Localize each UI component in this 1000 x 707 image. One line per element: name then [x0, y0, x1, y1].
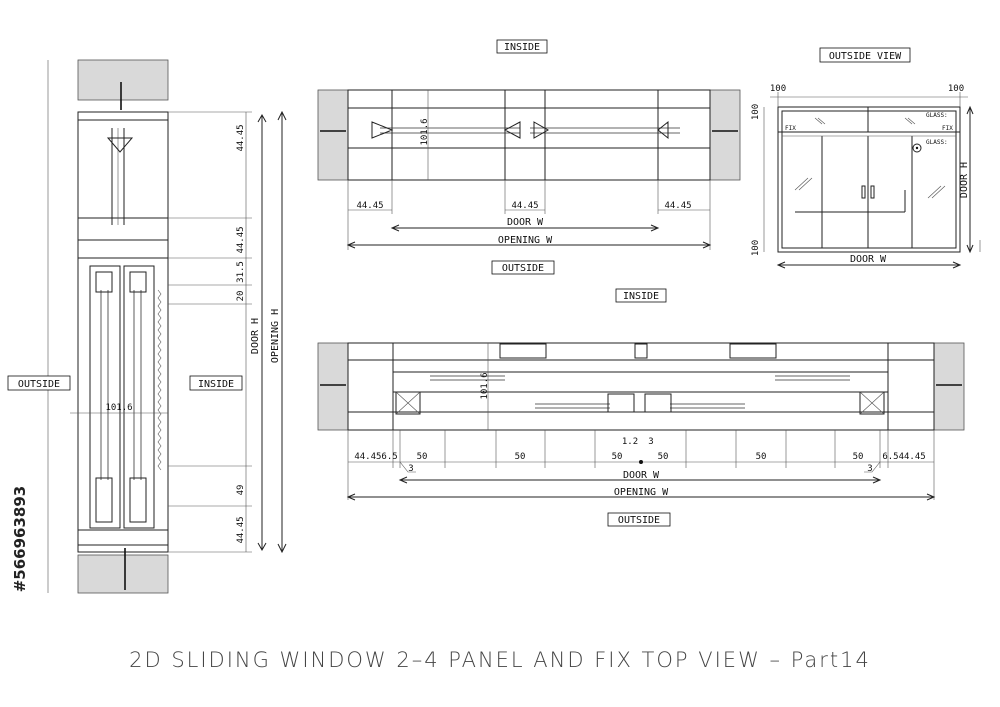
label-opening-h: OPENING H — [270, 309, 281, 363]
dim-100-left-top: 100 — [751, 104, 761, 120]
label-inside-bottom: INSIDE — [623, 291, 659, 302]
outside-elevation-view — [763, 92, 981, 269]
label-outside-top: OUTSIDE — [502, 263, 544, 274]
label-outside-bottom: OUTSIDE — [618, 515, 660, 526]
wall-bottom — [77, 554, 169, 594]
label-fix-left: FIX — [785, 125, 796, 132]
sash-right — [123, 265, 155, 529]
label-door-h-elevation: DOOR H — [959, 162, 970, 198]
sash-left — [89, 265, 121, 529]
dim-50-6: 50 — [853, 452, 864, 462]
dim-101-6-bottom: 101.6 — [480, 372, 490, 399]
dim-100-top-left: 100 — [770, 84, 786, 94]
dim-100-top-right: 100 — [948, 84, 964, 94]
label-opening-w-bottom: OPENING W — [614, 487, 669, 498]
label-outside-left: OUTSIDE — [18, 379, 60, 390]
label-glass-door: GLASS: — [926, 139, 948, 146]
dim-101-6-top: 101.6 — [420, 118, 430, 145]
dim-50-5: 50 — [756, 452, 767, 462]
dim-101-6-left: 101.6 — [105, 403, 132, 413]
label-opening-w-top: OPENING W — [498, 235, 553, 246]
label-door-w-bottom: DOOR W — [623, 470, 660, 481]
plan-view-2-panel — [317, 89, 741, 250]
dim-3-left: 3 — [408, 464, 413, 474]
label-door-w-elevation: DOOR W — [850, 254, 887, 265]
stock-id: #566963893 — [11, 485, 29, 593]
dim-44-45-mid: 44.45 — [236, 226, 246, 253]
label-fix-right: FIX — [942, 125, 953, 132]
label-door-w-top: DOOR W — [507, 217, 544, 228]
label-outside-view: OUTSIDE VIEW — [829, 51, 902, 62]
label-inside-left: INSIDE — [198, 379, 234, 390]
dim-44-45-plan-right: 44.45 — [664, 201, 691, 211]
plan-view-4-panel — [317, 342, 965, 501]
label-glass-top: GLASS: — [926, 112, 948, 119]
dim-50-2: 50 — [515, 452, 526, 462]
dim-100-left-bottom: 100 — [751, 240, 761, 256]
drawing-caption: 2D SLIDING WINDOW 2–4 PANEL AND FIX TOP … — [129, 648, 871, 672]
dim-50-1: 50 — [417, 452, 428, 462]
dim-44-45-top: 44.45 — [236, 124, 246, 151]
wall-top — [77, 59, 169, 101]
dim-44-45-6-5-left: 44.456.5 — [354, 452, 397, 462]
dim-31-5: 31.5 — [236, 261, 246, 283]
dim-49: 49 — [236, 485, 246, 496]
frame-outline — [77, 111, 169, 553]
dim-3-center: 3 — [648, 437, 653, 447]
elevation-frame — [777, 106, 961, 253]
dim-1-2: 1.2 — [622, 437, 638, 447]
dim-3-right: 3 — [867, 464, 872, 474]
dim-20: 20 — [236, 291, 246, 302]
frame-plan-bottom — [347, 342, 935, 431]
dim-50-4: 50 — [658, 452, 669, 462]
dim-44-45-plan-mid: 44.45 — [511, 201, 538, 211]
label-door-h: DOOR H — [250, 318, 261, 354]
dim-44-45-bottom: 44.45 — [236, 516, 246, 543]
dim-6-5-44-45-right: 6.544.45 — [882, 452, 925, 462]
vertical-section-view — [47, 59, 287, 594]
dim-50-3: 50 — [612, 452, 623, 462]
label-inside-top: INSIDE — [504, 42, 540, 53]
frame-plan-top — [347, 89, 711, 181]
dim-44-45-plan-left: 44.45 — [356, 201, 383, 211]
